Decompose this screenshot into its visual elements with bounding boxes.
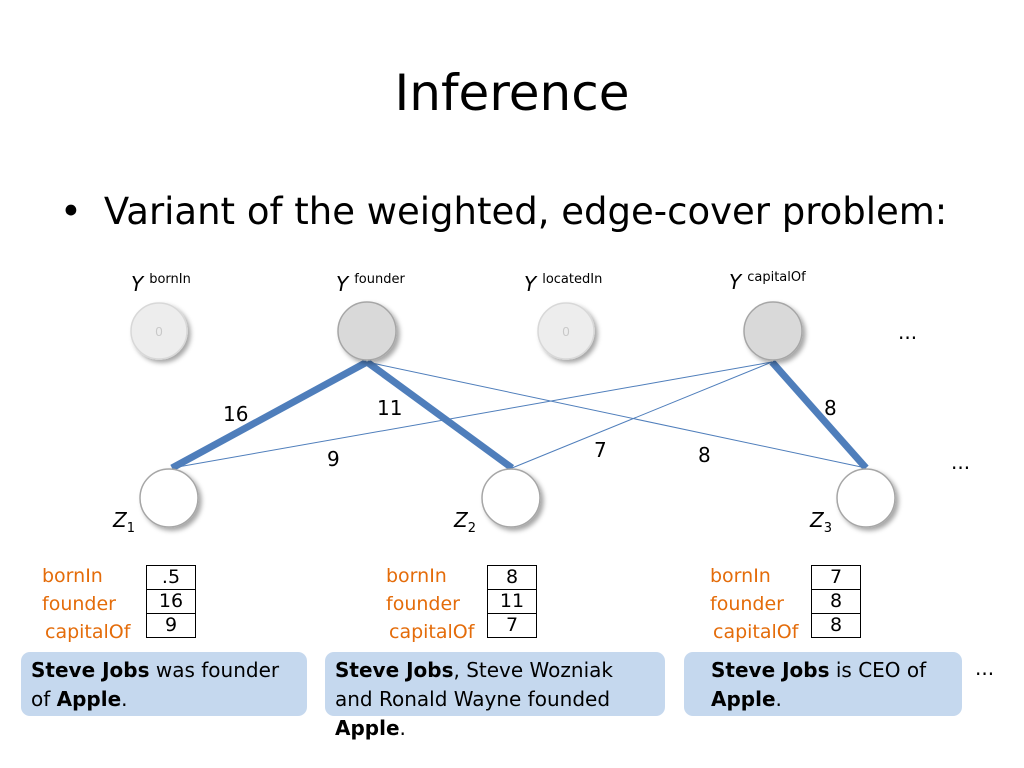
sentence-text: , Steve Wozniak and Ronald Wayne founded (335, 658, 613, 711)
feature-value: 8 (487, 565, 537, 590)
feature-label: founder (42, 593, 116, 615)
bullet-point: • Variant of the weighted, edge-cover pro… (60, 190, 947, 233)
y-symbol: Y (336, 272, 349, 296)
feature-value: 8 (811, 613, 861, 638)
bullet-text: Variant of the weighted, edge-cover prob… (103, 190, 948, 233)
y-relation: capitalOf (747, 270, 806, 285)
edge-weight-founder-z3: 8 (698, 443, 711, 467)
y-relation: bornIn (149, 272, 191, 287)
z-index: 1 (126, 521, 135, 536)
sentence-text: . (399, 716, 406, 740)
edge-founder-z1 (170, 358, 369, 472)
entity-subject: Steve Jobs (31, 658, 150, 682)
ellipsis-y-nodes: ... (898, 320, 918, 344)
sentence-text: . (775, 687, 782, 711)
feature-label: capitalOf (389, 621, 475, 643)
edge-capitalOf-z2 (511, 361, 773, 469)
entity-subject: Steve Jobs (335, 658, 454, 682)
edge-weight-founder-z2: 11 (377, 396, 403, 420)
y-symbol: Y (729, 270, 742, 294)
edge-weight-founder-z1: 16 (223, 402, 249, 426)
y-node-bornIn-value: 0 (155, 324, 162, 339)
y-symbol: Y (524, 272, 537, 296)
sentence-text: is CEO of (829, 658, 927, 682)
feature-label: capitalOf (713, 621, 799, 643)
z-label-3: Z3 (810, 508, 832, 536)
feature-label: founder (386, 593, 460, 615)
edge-weight-capitalOf-z1: 9 (327, 447, 340, 471)
y-node-bornIn (130, 302, 188, 360)
y-node-founder (337, 301, 397, 361)
y-node-locatedIn-value: 0 (562, 324, 569, 339)
feature-value: 9 (146, 613, 196, 638)
sentence-box-2: Steve Jobs, Steve Wozniak and Ronald Way… (325, 652, 665, 740)
bullet-dot: • (60, 190, 82, 233)
feature-label: bornIn (710, 565, 771, 587)
feature-value: 8 (811, 589, 861, 614)
entity-object: Apple (711, 687, 776, 711)
sentence-text: was founder of (31, 658, 280, 711)
edge-weight-capitalOf-z2: 7 (594, 438, 607, 462)
feature-label: founder (710, 593, 784, 615)
feature-label: bornIn (42, 565, 103, 587)
feature-values-2: 8 11 7 (487, 565, 537, 638)
feature-labels-2: bornIn founder capitalOf (386, 562, 474, 646)
edge-capitalOf-z1 (171, 361, 773, 469)
edge-founder-z2 (364, 359, 515, 471)
edge-capitalOf-z3 (769, 359, 869, 471)
feature-labels-3: bornIn founder capitalOf (710, 562, 798, 646)
z-node-2 (481, 468, 541, 528)
y-symbol: Y (131, 272, 144, 296)
y-node-capitalOf (743, 301, 803, 361)
feature-value: 7 (811, 565, 861, 590)
z-index: 3 (823, 521, 832, 536)
z-index: 2 (467, 521, 476, 536)
z-node-1 (139, 468, 199, 528)
z-symbol: Z (113, 508, 127, 532)
entity-object: Apple (56, 687, 122, 711)
z-symbol: Z (454, 508, 468, 532)
edge-founder-z3 (366, 361, 867, 469)
entity-subject: Steve Jobs (711, 658, 830, 682)
sentence-box-1: Steve Jobs was founder of Apple. (21, 652, 307, 716)
y-relation: founder (354, 272, 405, 287)
feature-label: capitalOf (45, 621, 131, 643)
sentence-box-3: Steve Jobs is CEO of Apple. (684, 652, 962, 716)
feature-value: .5 (146, 565, 196, 590)
feature-value: 11 (487, 589, 537, 614)
ellipsis-sentences: ... (975, 656, 995, 680)
feature-value: 7 (487, 613, 537, 638)
sentence-text: . (121, 687, 128, 711)
z-label-2: Z2 (454, 508, 476, 536)
feature-value: 16 (146, 589, 196, 614)
feature-labels-1: bornIn founder capitalOf (42, 562, 130, 646)
feature-values-1: .5 16 9 (146, 565, 196, 638)
feature-label: bornIn (386, 565, 447, 587)
z-node-3 (836, 468, 896, 528)
feature-values-3: 7 8 8 (811, 565, 861, 638)
ellipsis-z-nodes: ... (951, 450, 971, 474)
z-label-1: Z1 (113, 508, 135, 536)
entity-object: Apple (335, 716, 400, 740)
slide-title: Inference (394, 64, 630, 122)
y-relation: locatedIn (542, 272, 603, 287)
y-node-locatedIn (537, 302, 595, 360)
edge-weight-capitalOf-z3: 8 (824, 396, 837, 420)
z-symbol: Z (810, 508, 824, 532)
